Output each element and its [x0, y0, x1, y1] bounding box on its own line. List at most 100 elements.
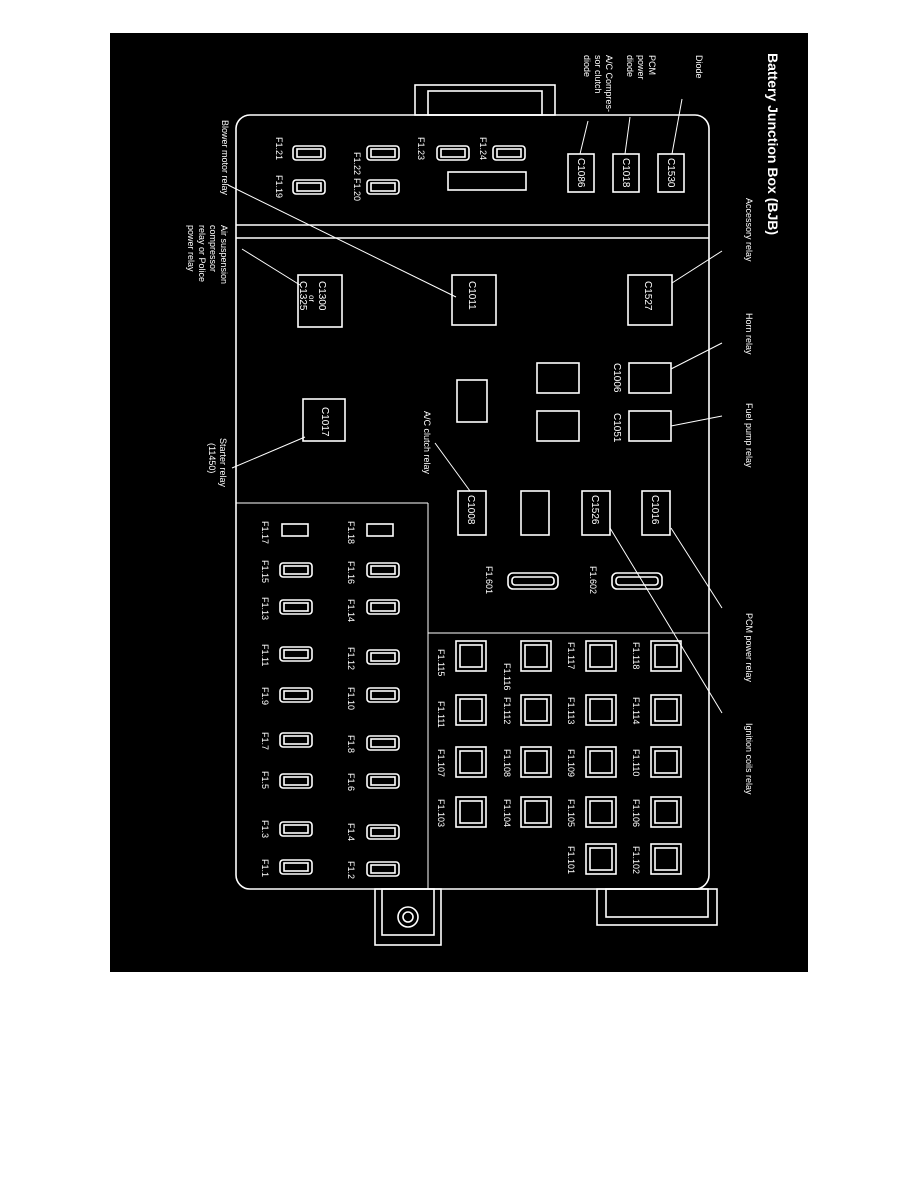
fuse-f1-105: [585, 796, 617, 828]
relay-slot-c: [456, 379, 488, 423]
svg-text:F1.15: F1.15: [260, 560, 270, 583]
svg-text:F1.12: F1.12: [346, 647, 356, 670]
diode-callout: Diode: [694, 55, 704, 79]
fuse-f1-23: [436, 145, 470, 161]
fuse-f1-104: [520, 796, 552, 828]
fuse-f1-4: [366, 824, 400, 840]
fuse-f1-16: [366, 562, 400, 578]
svg-text:F1.8: F1.8: [346, 735, 356, 753]
svg-text:relay or Police: relay or Police: [197, 225, 207, 282]
fuse-f1-22: [366, 145, 400, 161]
fuse-f1-5: [279, 773, 313, 789]
svg-text:F1.4: F1.4: [346, 823, 356, 841]
fuse-f1-103: [455, 796, 487, 828]
bjb-diagram: Battery Junction Box (BJB) C1530 C1018 C…: [110, 33, 808, 972]
fuse-f1-102: [650, 843, 682, 875]
svg-text:F1.103: F1.103: [436, 799, 446, 827]
relay-slot-a: [536, 362, 580, 394]
fuse-f1-15: [279, 562, 313, 578]
diode-c1530: [657, 153, 685, 193]
svg-text:C1011: C1011: [466, 281, 477, 310]
svg-text:F1.110: F1.110: [631, 749, 641, 776]
relay-c1011: [451, 274, 497, 326]
svg-text:Air suspension: Air suspension: [219, 225, 229, 284]
fuse-f1-17: [281, 523, 309, 537]
fuse-f1-6: [366, 773, 400, 789]
fuse-f1-24: [492, 145, 526, 161]
svg-text:Starter relay: Starter relay: [218, 438, 228, 488]
svg-text:F1.105: F1.105: [566, 799, 576, 827]
svg-text:F1.17: F1.17: [260, 521, 270, 544]
svg-text:F1.108: F1.108: [502, 749, 512, 777]
fuse-f1-113: [585, 694, 617, 726]
svg-text:F1.117: F1.117: [566, 642, 576, 669]
fuse-f1-101: [585, 843, 617, 875]
pcm-power-relay-callout: PCM power relay: [744, 613, 754, 683]
accessory-relay-callout: Accessory relay: [744, 198, 754, 262]
fuse-f1-117: [585, 640, 617, 672]
svg-text:diode: diode: [582, 55, 592, 77]
svg-text:or: or: [307, 295, 316, 302]
fuse-f1-118: [650, 640, 682, 672]
svg-text:C1527: C1527: [642, 281, 653, 311]
svg-text:F1.116: F1.116: [502, 663, 512, 690]
fuse-f1-111: [455, 694, 487, 726]
svg-text:F1.107: F1.107: [436, 749, 446, 777]
c1018-label: C1018: [620, 158, 631, 188]
svg-text:F1.109: F1.109: [566, 749, 576, 777]
svg-text:F1.112: F1.112: [502, 697, 512, 724]
relay-c1006: [628, 362, 672, 394]
fuse-f1-18: [366, 523, 394, 537]
callout-leaders: [227, 98, 723, 714]
fuse-f1-107: [455, 746, 487, 778]
svg-text:F1.1: F1.1: [260, 859, 270, 877]
svg-text:F1.9: F1.9: [260, 687, 270, 705]
svg-text:diode: diode: [625, 55, 635, 77]
f1-21-label: F1.21: [274, 137, 284, 160]
callout-labels: Diode PCM power diode A/C Compres- sor c…: [186, 55, 754, 795]
svg-text:F1.111: F1.111: [436, 701, 446, 728]
fuse-f1-109: [585, 746, 617, 778]
fuse-block-large: [447, 171, 527, 191]
fuse-f1-19: [292, 179, 326, 195]
svg-text:C1016: C1016: [649, 495, 660, 525]
svg-text:C1300: C1300: [316, 281, 327, 311]
diagram-background: [110, 33, 808, 972]
svg-text:F1.113: F1.113: [566, 697, 576, 724]
f1-601-label: F1.601: [484, 566, 494, 594]
f1-22-label: F1.22: [352, 152, 362, 175]
svg-text:F1.115: F1.115: [436, 649, 446, 676]
relay-c1527: [627, 274, 673, 326]
svg-text:PCM: PCM: [647, 55, 657, 75]
horn-relay-callout: Horn relay: [744, 313, 754, 355]
c1530-label: C1530: [665, 158, 676, 188]
fuse-f1-1: [279, 859, 313, 875]
fuse-f1-9: [279, 687, 313, 703]
relay-c1017: [302, 398, 346, 442]
svg-text:(11450): (11450): [207, 443, 217, 473]
svg-text:F1.6: F1.6: [346, 773, 356, 791]
fuse-f1-116: [520, 640, 552, 672]
fuse-f1-106: [650, 796, 682, 828]
relay-c1016: [641, 490, 671, 536]
svg-text:C1526: C1526: [589, 495, 600, 525]
svg-text:compressor: compressor: [208, 225, 218, 272]
fuse-f1-114: [650, 694, 682, 726]
svg-text:C1051: C1051: [611, 413, 622, 443]
svg-text:A/C Compres-: A/C Compres-: [604, 55, 614, 112]
svg-text:F1.5: F1.5: [260, 771, 270, 789]
mini-fuse-panel: F1.18 F1.16 F1.14 F1.12 F1.10 F1.8 F1.6 …: [260, 521, 400, 879]
fuse-f1-14: [366, 599, 400, 615]
diagram-title: Battery Junction Box (BJB): [765, 53, 781, 235]
fuse-f1-21: [292, 145, 326, 161]
ground-stud-icon: [397, 906, 419, 928]
svg-text:F1.14: F1.14: [346, 599, 356, 622]
relay-c1008: [457, 490, 487, 536]
svg-text:F1.118: F1.118: [631, 642, 641, 669]
f1-23-label: F1.23: [416, 137, 426, 160]
fuse-f1-110: [650, 746, 682, 778]
svg-text:C1008: C1008: [465, 495, 476, 525]
fuse-f1-10: [366, 687, 400, 703]
svg-text:F1.16: F1.16: [346, 561, 356, 584]
relay-slot-b: [536, 410, 580, 442]
